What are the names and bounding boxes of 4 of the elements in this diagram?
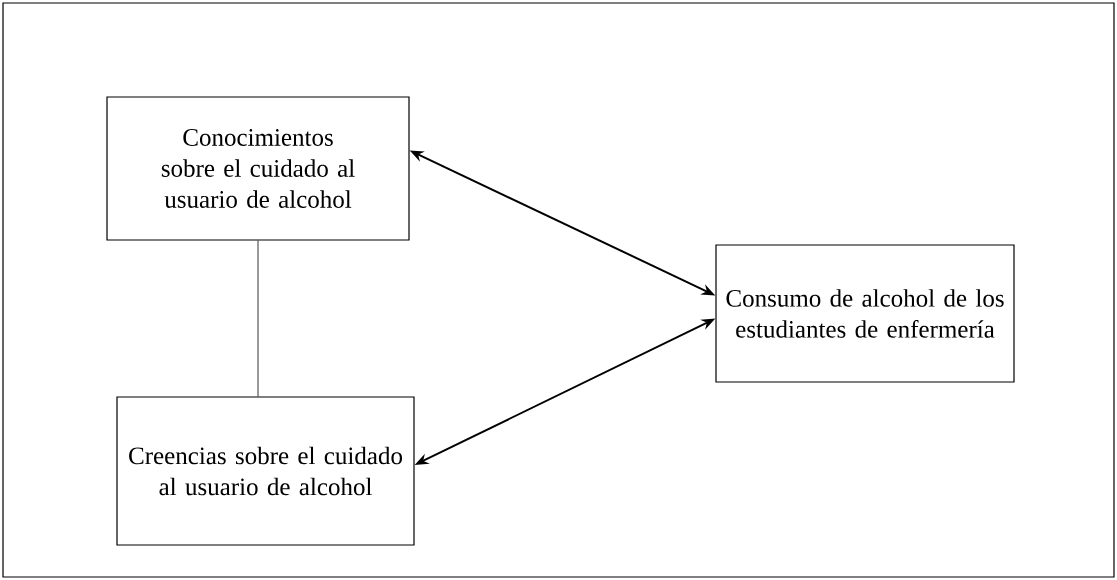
connector-line [257,240,259,397]
concept-box: Creencias sobre el cuidado al usuario de alcohol [116,396,415,546]
concept-box: Conocimientos sobre el cuidado al usuario de alcohol [106,96,410,241]
concept-box: Consumo de alcohol de los estudiantes de enfermería [715,244,1015,383]
